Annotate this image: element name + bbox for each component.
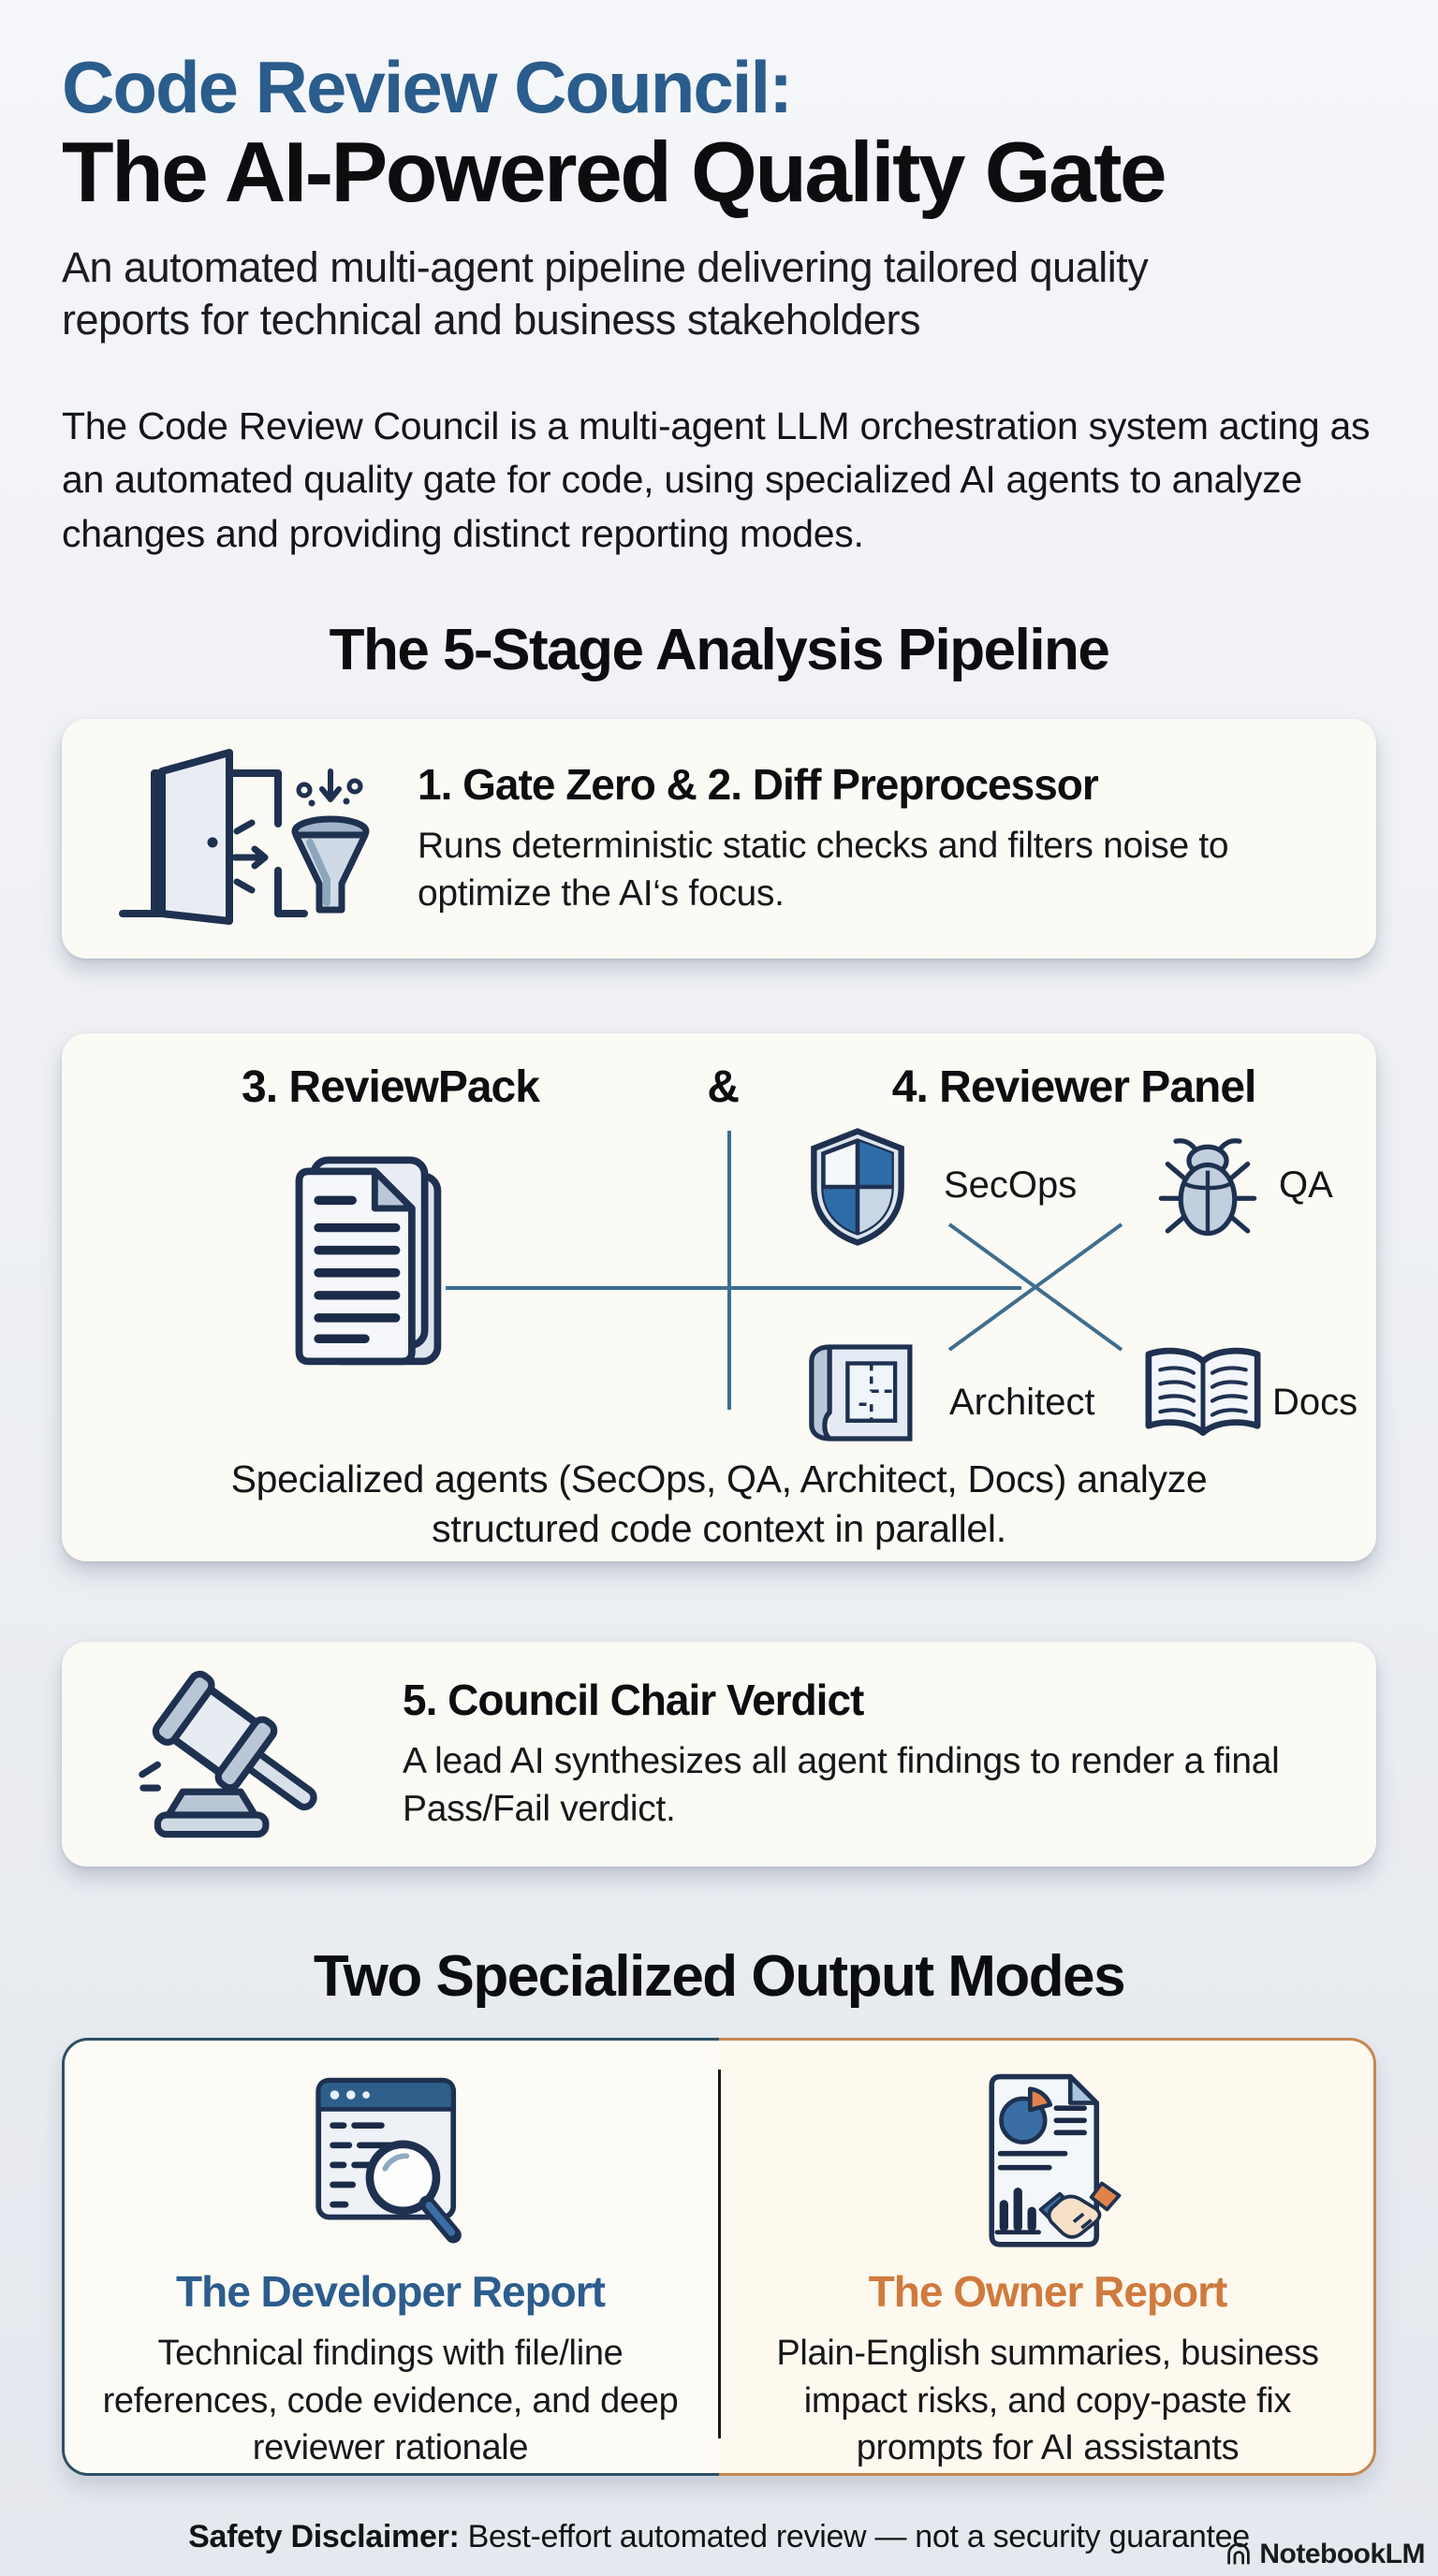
page-subtitle: An automated multi-agent pipeline delive… [62, 243, 1149, 344]
stage34-caption: Specialized agents (SecOps, QA, Architec… [230, 1457, 1208, 1550]
bug-icon [1151, 1129, 1265, 1250]
developer-report-description: Technical findings with file/line refere… [102, 2334, 679, 2468]
outputs-heading: Two Specialized Output Modes [313, 1944, 1126, 2010]
stage1-title: 1. Gate Zero & 2. Diff Preprocessor [418, 760, 1099, 810]
shield-icon [806, 1127, 909, 1251]
open-book-icon [1137, 1344, 1269, 1450]
page-title-line2: The AI-Powered Quality Gate [62, 124, 1167, 220]
stage4-title: 4. Reviewer Panel [891, 1062, 1257, 1113]
developer-report-title: The Developer Report [176, 2267, 606, 2317]
agent-label-qa: QA [1279, 1164, 1333, 1207]
pipeline-heading: The 5-Stage Analysis Pipeline [329, 618, 1110, 683]
notebooklm-watermark: NotebookLM [1225, 2539, 1425, 2570]
documents-icon [285, 1148, 446, 1388]
ampersand: & [707, 1062, 740, 1113]
owner-report-panel: The Owner Report Plain-English summaries… [719, 2038, 1376, 2476]
blueprint-icon [801, 1340, 925, 1450]
safety-disclaimer: Safety Disclaimer: Best-effort automated… [62, 2519, 1376, 2555]
notebooklm-logo-icon [1225, 2540, 1253, 2569]
disclaimer-text: Best-effort automated review — not a sec… [459, 2519, 1251, 2555]
stage5-title: 5. Council Chair Verdict [403, 1676, 864, 1725]
stage34-card: 3. ReviewPack & 4. Reviewer Panel [62, 1033, 1376, 1562]
agent-label-docs: Docs [1272, 1382, 1358, 1424]
stage5-card: 5. Council Chair Verdict A lead AI synth… [62, 1642, 1376, 1867]
developer-report-panel: The Developer Report Technical findings … [62, 2038, 719, 2476]
page-title-line1: Code Review Council: [62, 46, 793, 128]
code-magnifier-icon [62, 2073, 719, 2253]
stage1-description: Runs deterministic static checks and fil… [418, 826, 1229, 915]
business-report-handshake-icon [719, 2073, 1376, 2253]
agent-label-secops: SecOps [944, 1164, 1078, 1207]
reviewer-panel-diagram: SecOps QA [62, 1127, 1376, 1443]
disclaimer-label: Safety Disclaimer: [188, 2519, 460, 2555]
owner-report-title: The Owner Report [868, 2267, 1228, 2317]
stage3-title: 3. ReviewPack [242, 1062, 540, 1113]
door-funnel-icon [97, 745, 393, 932]
owner-report-description: Plain-English summaries, business impact… [776, 2334, 1319, 2468]
gavel-icon [97, 1662, 378, 1846]
connector-lines [446, 1131, 1123, 1411]
stage1-card: 1. Gate Zero & 2. Diff Preprocessor Runs… [62, 719, 1376, 959]
intro-paragraph: The Code Review Council is a multi-agent… [62, 403, 1371, 555]
output-modes-card: The Developer Report Technical findings … [62, 2038, 1376, 2477]
watermark-label: NotebookLM [1259, 2539, 1425, 2569]
stage5-description: A lead AI synthesizes all agent findings… [403, 1741, 1280, 1830]
panel-divider [717, 2070, 721, 2439]
agent-label-architect: Architect [949, 1382, 1095, 1424]
